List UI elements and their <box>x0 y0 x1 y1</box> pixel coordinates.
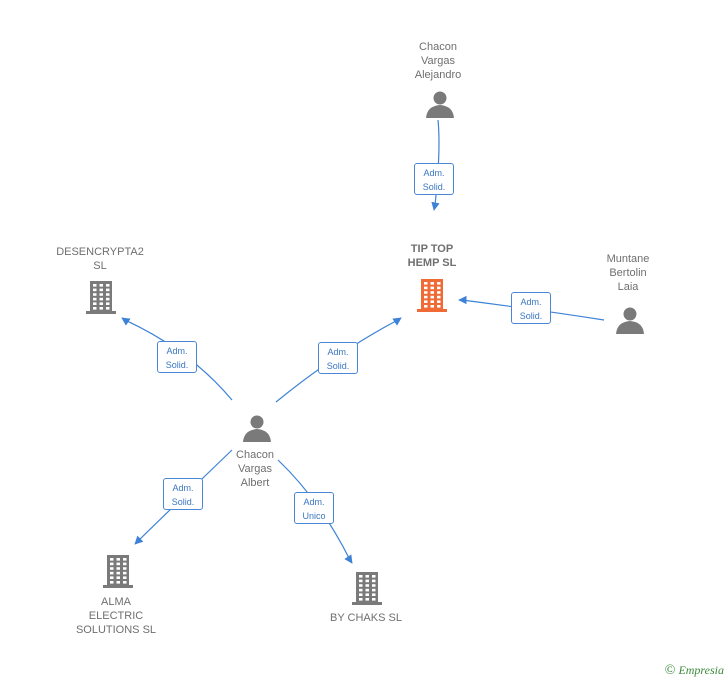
edge-label-albert-bychaks[interactable]: Adm. Unico <box>294 492 334 524</box>
watermark: © Empresia <box>665 663 724 679</box>
edge-label-alejandro-tiptop[interactable]: Adm. Solid. <box>414 163 454 195</box>
node-label-desencrypta[interactable]: DESENCRYPTA2 SL <box>56 246 144 272</box>
copyright-icon: © <box>664 663 676 678</box>
node-label-muntane[interactable]: Muntane Bertolin Laia <box>606 253 650 293</box>
edge-label-albert-alma[interactable]: Adm. Solid. <box>163 478 203 510</box>
building-icon-tiptop[interactable] <box>417 279 447 312</box>
node-label-bychaks[interactable]: BY CHAKS SL <box>330 612 402 624</box>
edge-label-albert-desencrypta[interactable]: Adm. Solid. <box>157 341 197 373</box>
edge-label-muntane-tiptop[interactable]: Adm. Solid. <box>511 292 551 324</box>
building-icon-bychaks[interactable] <box>352 572 382 605</box>
person-icon-muntane[interactable] <box>616 307 644 335</box>
node-label-albert[interactable]: Chacon Vargas Albert <box>236 449 274 489</box>
edge-alejandro-tiptop <box>431 119 440 211</box>
node-label-tiptop[interactable]: TIP TOP HEMP SL <box>407 243 457 269</box>
node-label-alejandro[interactable]: Chacon Vargas Alejandro <box>414 41 462 81</box>
building-icon-desencrypta[interactable] <box>86 281 116 314</box>
person-icon-alejandro[interactable] <box>426 91 454 119</box>
edge-label-albert-tiptop[interactable]: Adm. Solid. <box>318 342 358 374</box>
node-label-alma[interactable]: ALMA ELECTRIC SOLUTIONS SL <box>75 596 157 636</box>
watermark-brand: Empresia <box>678 663 724 677</box>
building-icon-alma[interactable] <box>103 555 133 588</box>
person-icon-albert[interactable] <box>243 415 271 443</box>
